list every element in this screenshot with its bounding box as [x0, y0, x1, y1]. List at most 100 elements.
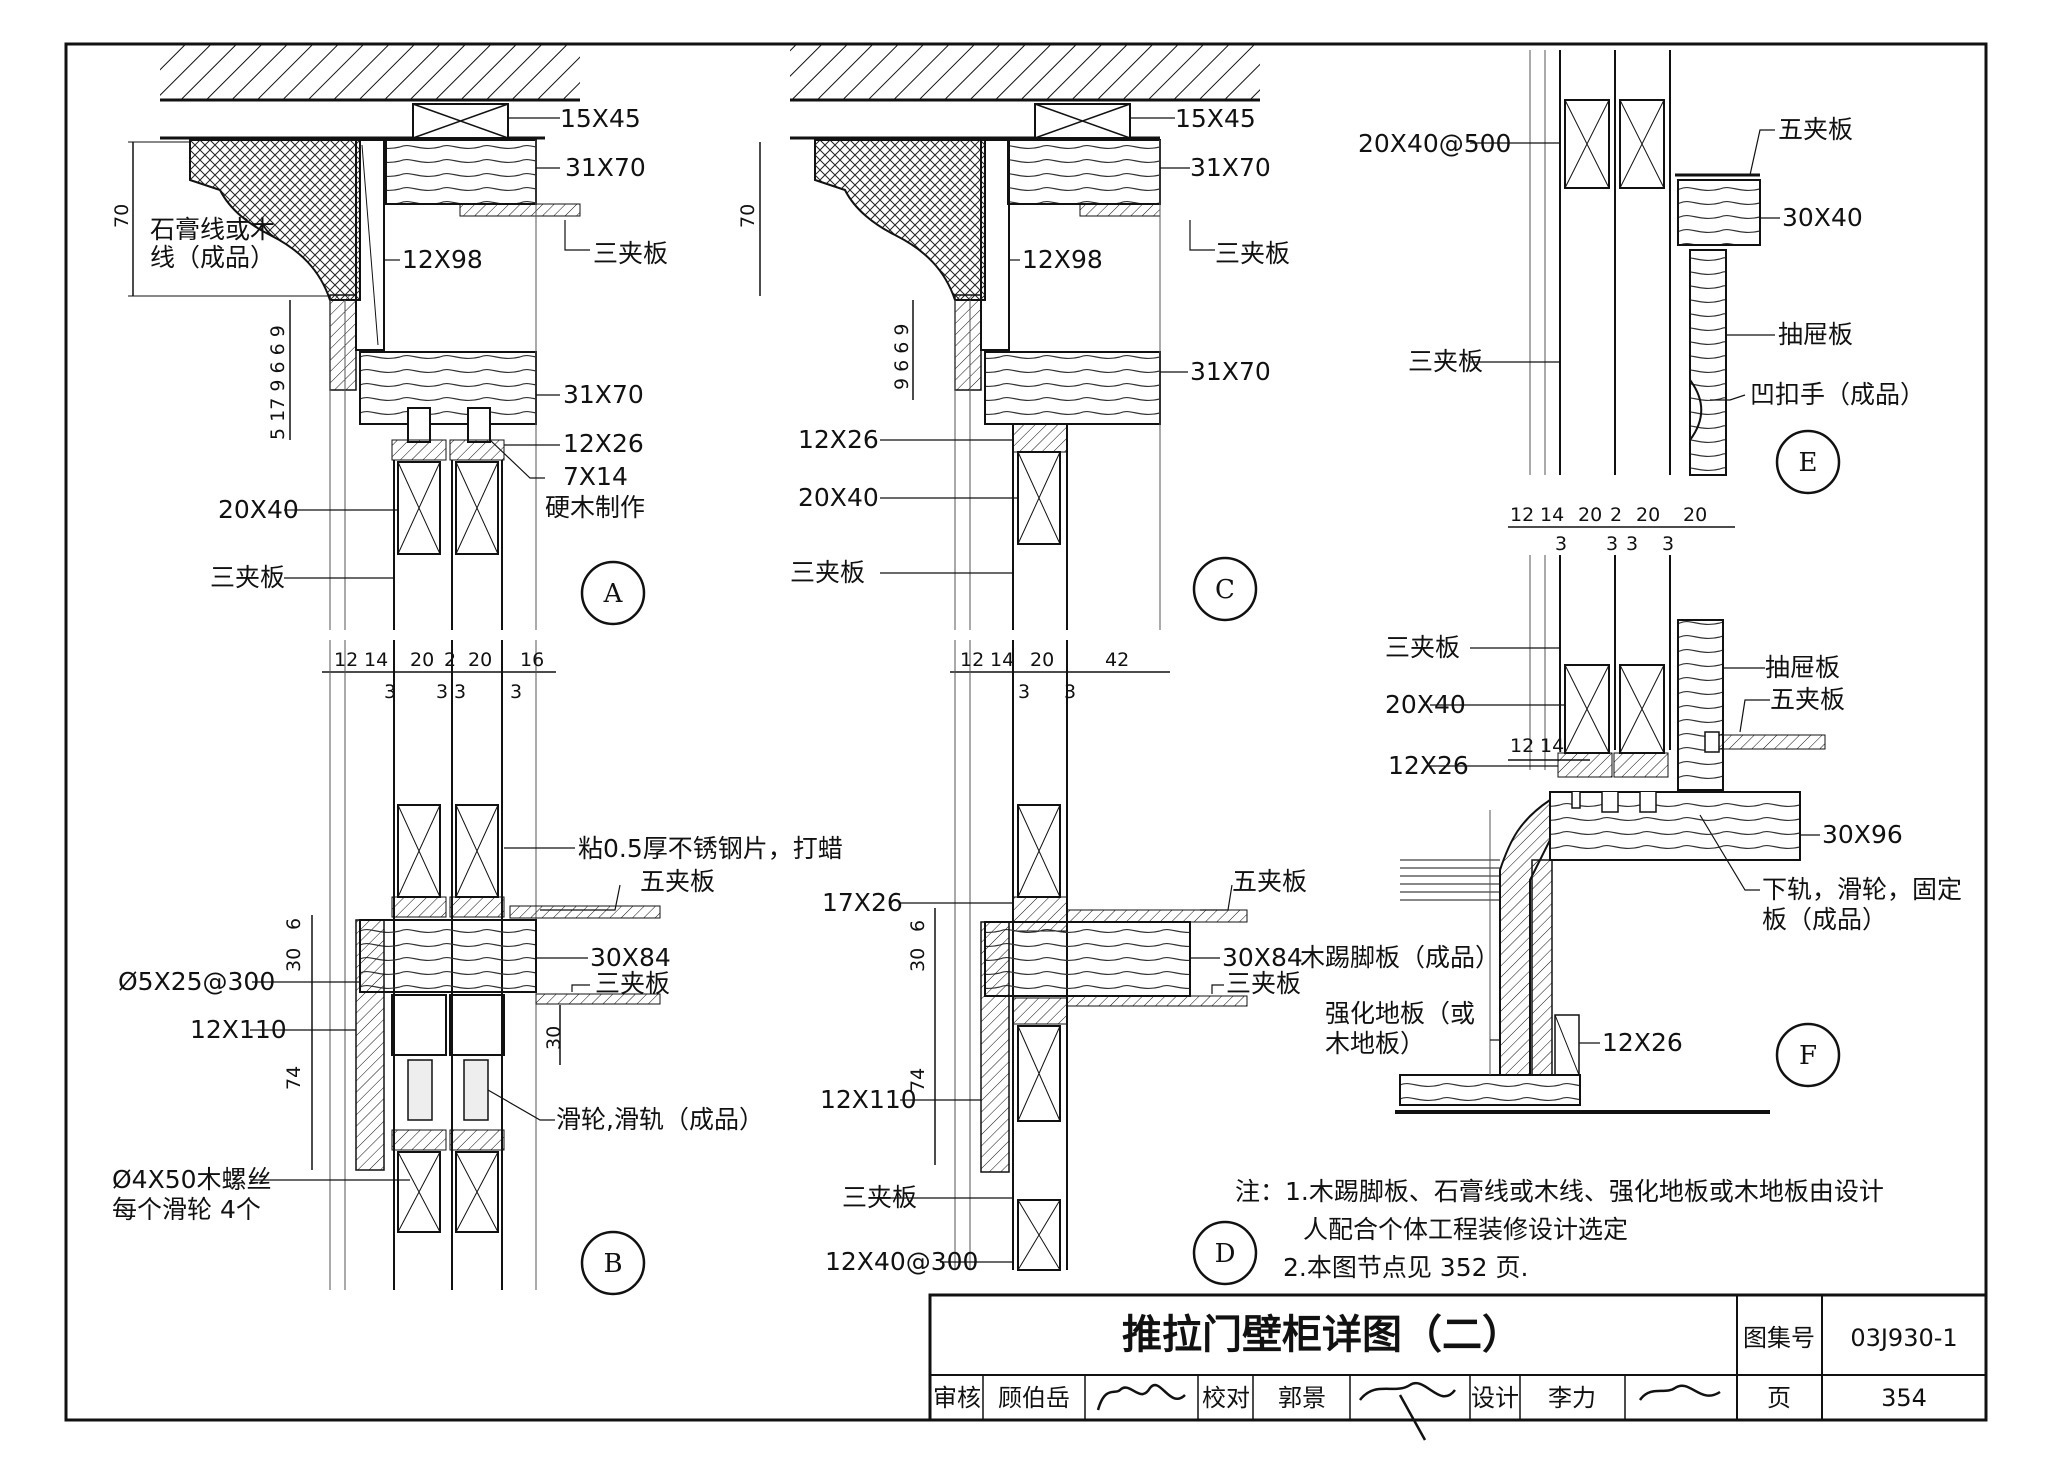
dim-e-3a: 3 [1555, 533, 1567, 555]
dim-b-20b: 20 [468, 649, 492, 671]
label-a-shigao-1: 石膏线或木 [150, 215, 275, 244]
label-a-sanjia-top: 三夹板 [593, 239, 668, 268]
detail-d-marker: D [1215, 1239, 1236, 1269]
review-label: 审核 [933, 1384, 981, 1412]
label-e-20x40: 20X40@500 [1358, 129, 1511, 158]
dim-b-3b: 3 [436, 681, 448, 703]
label-f-wujia: 五夹板 [1770, 685, 1845, 714]
dim-e-3c: 3 [1626, 533, 1638, 555]
dim-d-20: 20 [1030, 649, 1054, 671]
dim-c-left: 9 6 6 9 [891, 324, 913, 390]
dim-c-70: 70 [737, 204, 759, 228]
dim-b-30b: 30 [543, 1026, 565, 1050]
label-d-sanjia: 三夹板 [1226, 969, 1301, 998]
dim-e-3b: 3 [1606, 533, 1618, 555]
designer-signature [1638, 1384, 1721, 1401]
label-b-30x84: 30X84 [590, 943, 671, 972]
note-line-1: 注：1.木踢脚板、石膏线或木线、强化地板或木地板由设计 [1235, 1177, 1884, 1206]
label-d-mutijiao: 木踢脚板（成品） [1300, 943, 1500, 972]
label-a-7x14: 7X14 [563, 462, 628, 491]
label-b-zhan: 粘0.5厚不锈钢片，打蜡 [578, 834, 843, 863]
label-b-12x110: 12X110 [190, 1015, 287, 1044]
label-a-sanjia-bottom: 三夹板 [210, 563, 285, 592]
dim-b-6: 6 [283, 918, 305, 930]
label-a-12x26: 12X26 [563, 429, 644, 458]
drawing-title: 推拉门壁柜详图（二） [1122, 1312, 1522, 1358]
label-d-wujia: 五夹板 [1232, 867, 1307, 896]
label-c-20x40: 20X40 [798, 483, 879, 512]
dim-f-14: 14 [1540, 735, 1564, 757]
label-c-12x26: 12X26 [798, 425, 879, 454]
detail-e: 20X40@500 五夹板 30X40 三夹板 抽屉板 凹扣手（成品） E 12… [1358, 50, 1925, 555]
dim-d-14: 14 [990, 649, 1014, 671]
dim-e-20a: 20 [1578, 504, 1602, 526]
label-b-hualun: 滑轮,滑轨（成品） [556, 1105, 764, 1134]
label-a-31x70-top: 31X70 [565, 153, 646, 182]
label-f-20x40: 20X40 [1385, 690, 1466, 719]
reviewer-name: 顾伯岳 [998, 1384, 1070, 1412]
label-f-qianghua-1: 强化地板（或 [1325, 999, 1475, 1028]
detail-a: 15X45 31X70 三夹板 石膏线或木 线（成品） 70 12X98 5 1… [111, 44, 668, 630]
dim-d-6: 6 [907, 920, 929, 932]
detail-f-marker: F [1799, 1041, 1817, 1071]
dim-e-14: 14 [1540, 504, 1564, 526]
note-line-3: 2.本图节点见 352 页. [1283, 1253, 1528, 1282]
designer-name: 李力 [1548, 1384, 1596, 1412]
note-line-2: 人配合个体工程装修设计选定 [1303, 1215, 1628, 1244]
dim-e-20b: 20 [1636, 504, 1660, 526]
dim-d-30: 30 [907, 948, 929, 972]
dim-e-2: 2 [1610, 504, 1622, 526]
dim-b-20a: 20 [410, 649, 434, 671]
label-e-wujia: 五夹板 [1778, 115, 1853, 144]
detail-e-marker: E [1799, 448, 1818, 478]
checker-name: 郭景 [1278, 1384, 1326, 1412]
notes: 注：1.木踢脚板、石膏线或木线、强化地板或木地板由设计 人配合个体工程装修设计选… [1235, 1177, 1884, 1282]
label-f-qianghua-2: 木地板） [1325, 1029, 1425, 1058]
dim-a-left: 5 17 9 6 6 9 [267, 325, 289, 440]
title-block: 推拉门壁柜详图（二） 图集号 03J930-1 审核 顾伯岳 校对 郭景 设计 … [928, 1293, 1988, 1441]
detail-f: 三夹板 抽屉板 五夹板 20X40 12 14 12X26 30X96 下轨，滑… [1325, 555, 1962, 1114]
label-e-aokou: 凹扣手（成品） [1750, 380, 1925, 409]
label-d-17x26: 17X26 [822, 888, 903, 917]
dim-b-74: 74 [283, 1066, 305, 1090]
label-c-15x45: 15X45 [1175, 104, 1256, 133]
label-f-sanjia: 三夹板 [1385, 633, 1460, 662]
label-d-12x110: 12X110 [820, 1085, 917, 1114]
dim-b-2: 2 [444, 649, 456, 671]
label-b-phi4b: 每个滑轮 4个 [112, 1195, 261, 1224]
dim-b-3c: 3 [454, 681, 466, 703]
dim-b-14: 14 [364, 649, 388, 671]
label-e-sanjia: 三夹板 [1408, 347, 1483, 376]
dim-e-3d: 3 [1662, 533, 1674, 555]
label-c-sanjia-bottom: 三夹板 [790, 558, 865, 587]
label-e-30x40: 30X40 [1782, 203, 1863, 232]
atlas-number: 03J930-1 [1850, 1324, 1957, 1352]
detail-b: 12 14 20 2 20 16 3 3 3 3 粘0.5厚不锈钢片，打蜡 五夹… [112, 640, 843, 1296]
detail-d: 12 14 20 42 3 3 五夹板 17X26 6 30 74 30X84 … [820, 640, 1500, 1286]
label-a-yingmu: 硬木制作 [545, 493, 645, 522]
label-c-31x70-bottom: 31X70 [1190, 357, 1271, 386]
label-a-31x70-bottom: 31X70 [563, 380, 644, 409]
label-f-12x26-bottom: 12X26 [1602, 1028, 1683, 1057]
detail-a-marker: A [603, 579, 624, 609]
detail-c: 15X45 31X70 三夹板 70 12X98 9 6 6 9 31X70 1… [737, 44, 1290, 630]
label-c-sanjia-top: 三夹板 [1215, 239, 1290, 268]
dim-b-3d: 3 [510, 681, 522, 703]
page-label: 页 [1767, 1384, 1791, 1412]
dim-f-12: 12 [1510, 735, 1534, 757]
dim-b-12: 12 [334, 649, 358, 671]
dim-d-42: 42 [1105, 649, 1129, 671]
checker-signature [1359, 1382, 1456, 1441]
detail-c-marker: C [1215, 575, 1235, 605]
dim-b-30: 30 [283, 948, 305, 972]
atlas-label: 图集号 [1743, 1324, 1815, 1352]
label-f-30x96: 30X96 [1822, 820, 1903, 849]
design-label: 设计 [1471, 1384, 1519, 1412]
dim-b-3a: 3 [384, 681, 396, 703]
label-b-wujia: 五夹板 [640, 867, 715, 896]
dim-e-12: 12 [1510, 504, 1534, 526]
label-d-30x84: 30X84 [1222, 943, 1303, 972]
label-f-xiagui-2: 板（成品） [1762, 905, 1887, 934]
